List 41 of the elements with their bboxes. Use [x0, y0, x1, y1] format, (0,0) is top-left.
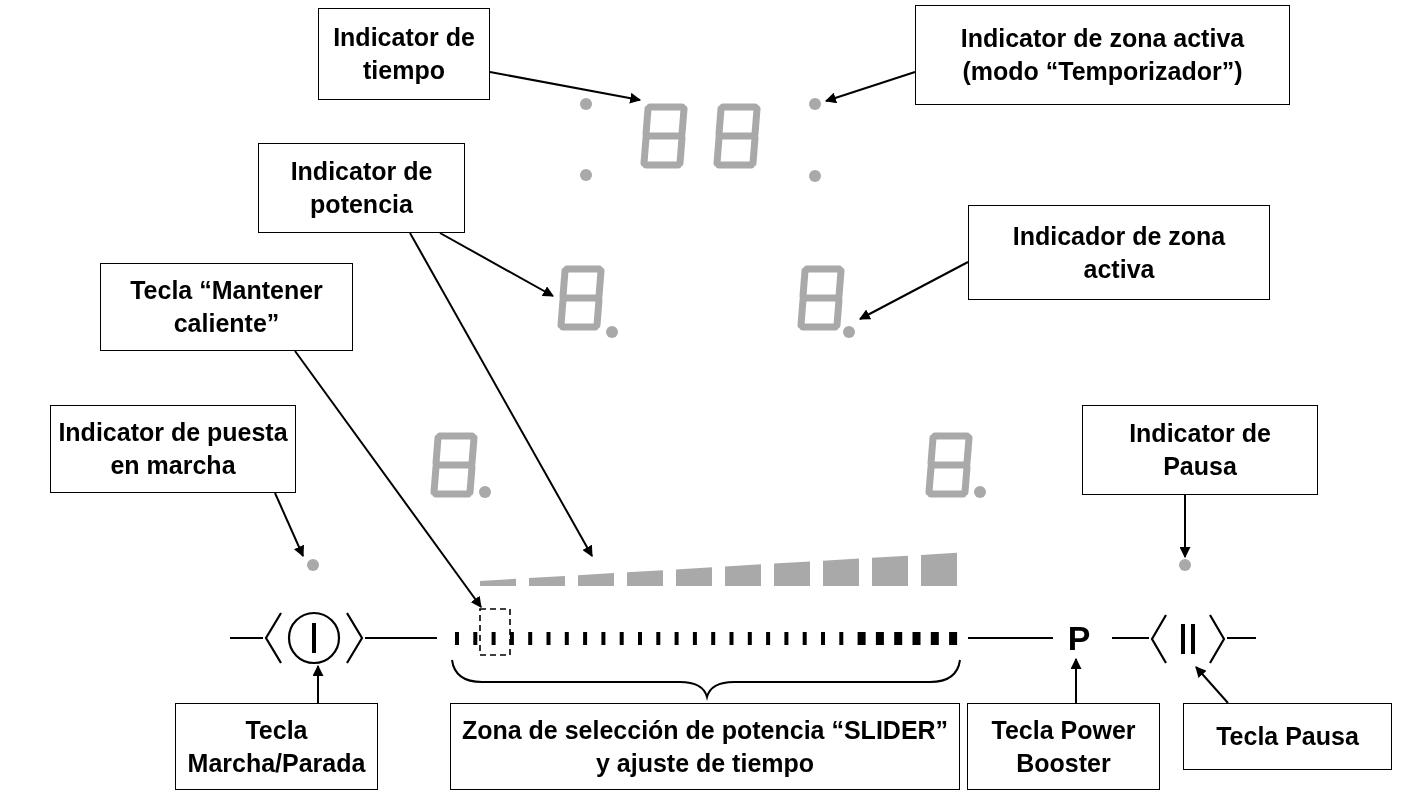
callout-label: Indicator de zona activa (modo “Temporizador”): [959, 23, 1246, 87]
callout-label: Tecla “Mantener caliente”: [129, 275, 324, 339]
arrow: [1179, 494, 1191, 559]
callout-box: [1183, 703, 1392, 770]
arrow: [274, 492, 304, 557]
arrow: [409, 232, 593, 557]
callout-label: Tecla Power Booster: [990, 714, 1137, 779]
indicator-dot: [808, 97, 822, 111]
callout-box: [50, 405, 296, 493]
power-key-icon: [262, 611, 366, 665]
pause-key-icon: [1149, 612, 1227, 666]
arrow: [859, 261, 969, 320]
callout-box: [258, 143, 465, 233]
callout-box: [968, 205, 1270, 300]
callout-label: Tecla Marcha/Parada: [186, 714, 367, 779]
callout-box: [1082, 405, 1318, 495]
callout-box: [967, 703, 1160, 790]
arrow: [489, 71, 642, 104]
callout-box: [915, 5, 1290, 105]
keep-warm-key-outline: [479, 608, 511, 656]
callout-label: Indicator de potencia: [289, 156, 434, 220]
callout-label: Tecla Pausa: [1216, 721, 1359, 752]
arrow: [824, 71, 916, 104]
callout-label: Zona de selección de potencia “SLIDER” y ajuste de tiempo: [460, 714, 950, 779]
panel-line: [1111, 637, 1150, 639]
callout-box: [175, 703, 378, 790]
arrow: [439, 232, 554, 297]
arrow: [312, 664, 324, 704]
callout-box: [100, 263, 353, 351]
key-label: P: [1067, 621, 1091, 655]
indicator-dot: [306, 558, 320, 572]
indicator-dot: [1178, 558, 1192, 572]
callout-label: Indicator de puesta en marcha: [58, 417, 288, 481]
callout-label: Indicador de zona activa: [1011, 220, 1227, 285]
arrow: [294, 350, 482, 608]
callout-box: [318, 8, 490, 100]
callout-box: [450, 703, 960, 790]
callout-label: Indicator de tiempo: [332, 22, 476, 86]
arrow: [1070, 657, 1082, 704]
callout-label: Indicator de Pausa: [1128, 418, 1272, 482]
arrow: [1195, 666, 1229, 704]
